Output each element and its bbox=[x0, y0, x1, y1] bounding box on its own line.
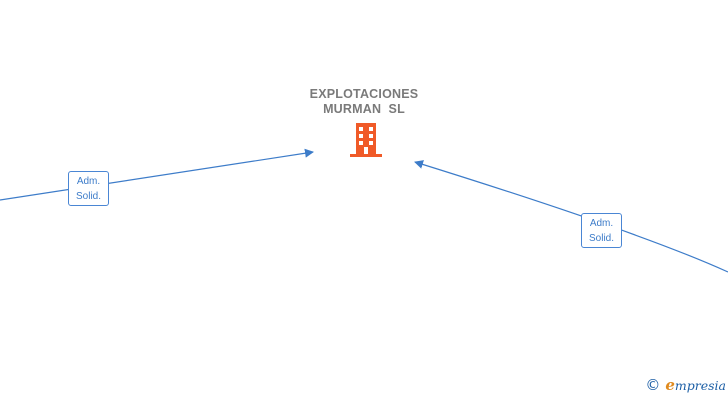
brand-name: empresia bbox=[665, 375, 726, 394]
relation-label-right[interactable]: Adm. Solid. bbox=[581, 213, 622, 248]
relation-label-role: Adm. bbox=[76, 176, 101, 187]
brand-initial: e bbox=[665, 375, 675, 394]
relation-label-role: Adm. bbox=[589, 218, 614, 229]
relation-label-left[interactable]: Adm. Solid. bbox=[68, 171, 109, 206]
relation-label-type: Solid. bbox=[75, 191, 101, 202]
company-name-line-1: EXPLOTACIONES bbox=[309, 87, 419, 101]
relation-label-type: Solid. bbox=[588, 233, 614, 244]
copyright-icon: © bbox=[645, 375, 661, 394]
building-icon[interactable] bbox=[350, 123, 382, 157]
relation-edge-right[interactable] bbox=[414, 160, 728, 273]
brand-watermark[interactable]: © empresia bbox=[645, 374, 726, 396]
brand-rest: mpresia bbox=[674, 377, 726, 393]
relation-edge-left[interactable] bbox=[0, 148, 314, 201]
company-name[interactable]: EXPLOTACIONES MURMAN SL bbox=[264, 87, 464, 117]
company-name-line-2: MURMAN SL bbox=[323, 102, 405, 116]
